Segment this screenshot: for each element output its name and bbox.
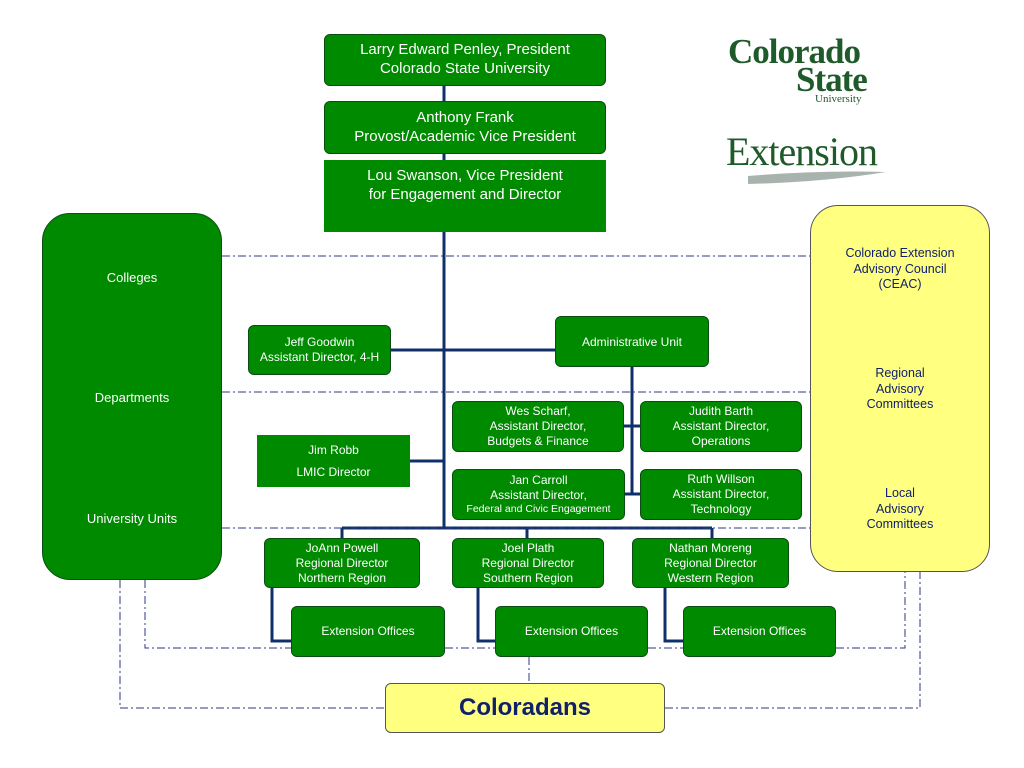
extension-swoosh-icon — [748, 171, 886, 184]
president-box: Larry Edward Penley, President Colorado … — [324, 34, 606, 86]
provost-box: Anthony Frank Provost/Academic Vice Pres… — [324, 101, 606, 154]
administrative-unit-label: Administrative Unit — [581, 335, 683, 349]
extension-offices-northern: Extension Offices — [291, 606, 445, 657]
left-panel: Colleges Departments University Units — [42, 213, 222, 580]
left-item-departments: Departments — [94, 390, 170, 406]
csu-logo: Colorado State University — [728, 32, 868, 105]
ruth-willson-box: Ruth Willson Assistant Director, Technol… — [640, 469, 802, 520]
left-item-university-units: University Units — [86, 510, 178, 526]
administrative-unit-box: Administrative Unit — [555, 316, 709, 367]
coloradans-label: Coloradans — [458, 694, 592, 721]
ceac-label: Colorado Extension Advisory Council (CEA… — [845, 246, 955, 292]
jeff-name: Jeff Goodwin — [284, 335, 355, 349]
jim-robb-box: Jim Robb LMIC Director — [257, 435, 410, 487]
vp-line1: Lou Swanson, Vice President — [367, 167, 563, 184]
extension-offices-western: Extension Offices — [683, 606, 836, 657]
right-panel: Colorado Extension Advisory Council (CEA… — [810, 205, 990, 572]
provost-name: Anthony Frank — [416, 108, 514, 126]
left-item-colleges: Colleges — [106, 270, 158, 285]
region-box-southern: Joel Plath Regional Director Southern Re… — [452, 538, 604, 588]
coloradans-box: Coloradans — [385, 683, 665, 733]
jeff-goodwin-box: Jeff Goodwin Assistant Director, 4-H — [248, 325, 391, 375]
region-box-northern: JoAnn Powell Regional Director Northern … — [264, 538, 420, 588]
vp-box: Lou Swanson, Vice President for Engageme… — [324, 160, 606, 232]
jeff-title: Assistant Director, 4-H — [259, 350, 380, 364]
president-org: Colorado State University — [379, 60, 551, 77]
regional-advisory-label: Regional Advisory Committees — [866, 366, 934, 412]
president-name: Larry Edward Penley, President — [360, 41, 570, 59]
wes-scharf-box: Wes Scharf, Assistant Director, Budgets … — [452, 401, 624, 452]
local-advisory-label: Local Advisory Committees — [866, 486, 934, 532]
region-box-western: Nathan Moreng Regional Director Western … — [632, 538, 789, 588]
provost-title: Provost/Academic Vice President — [354, 127, 576, 145]
extension-offices-southern: Extension Offices — [495, 606, 648, 657]
judith-barth-box: Judith Barth Assistant Director, Operati… — [640, 401, 802, 452]
jan-carroll-box: Jan Carroll Assistant Director, Federal … — [452, 469, 625, 520]
jim-title: LMIC Director — [296, 464, 371, 479]
extension-logo: Extension — [726, 128, 891, 186]
vp-line2: for Engagement and Director — [368, 185, 562, 203]
jim-name: Jim Robb — [308, 442, 359, 457]
